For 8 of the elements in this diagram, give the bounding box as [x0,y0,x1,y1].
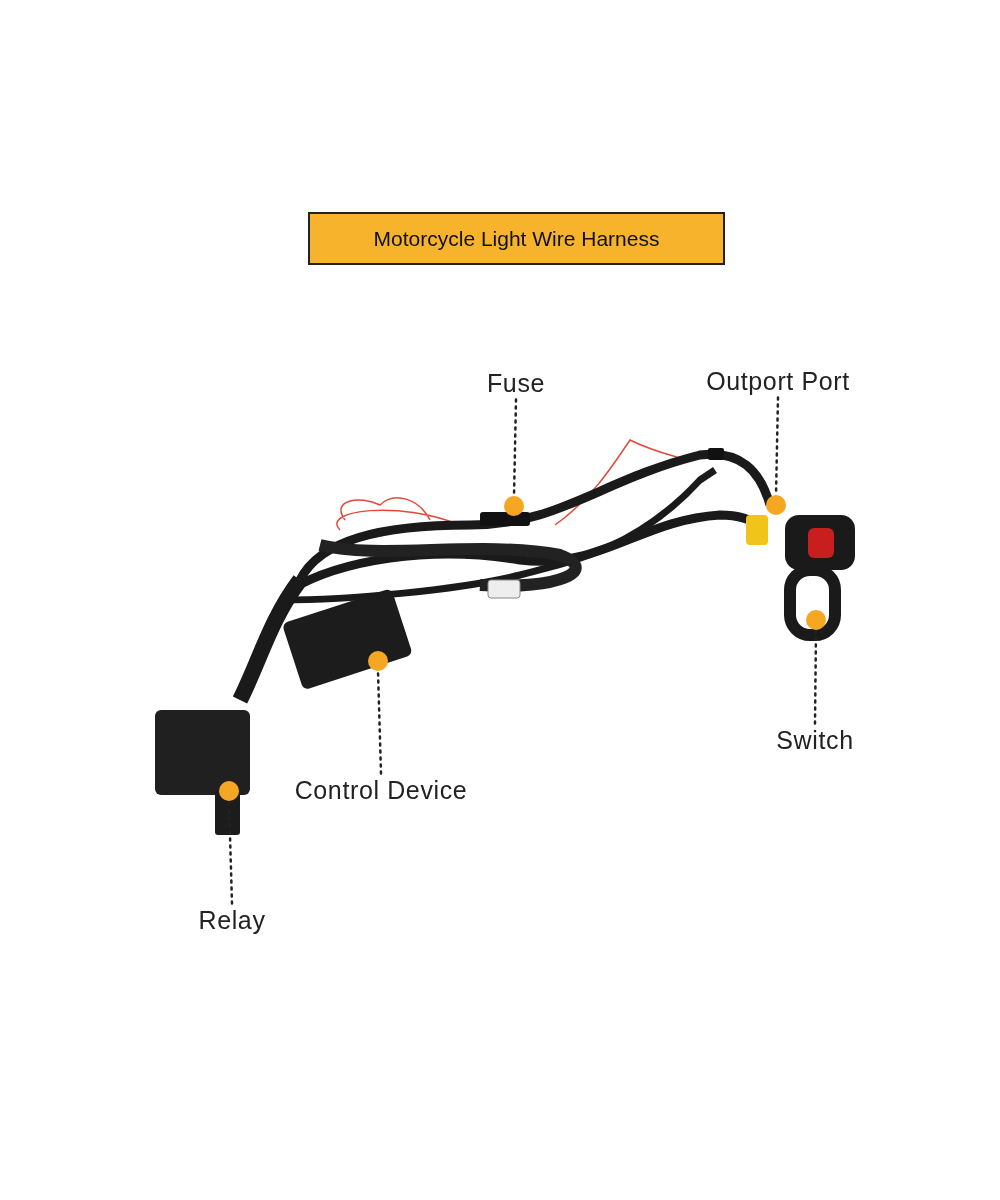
part-label: Control Device [294,777,468,803]
leader-line [813,628,818,725]
part-label: Relay [198,907,266,933]
part-label: Switch [776,727,854,753]
part-label: Outport Port [706,368,850,394]
leader-line [376,669,383,775]
title-banner: Motorcycle Light Wire Harness [308,212,725,265]
part-label: Fuse [486,370,546,396]
